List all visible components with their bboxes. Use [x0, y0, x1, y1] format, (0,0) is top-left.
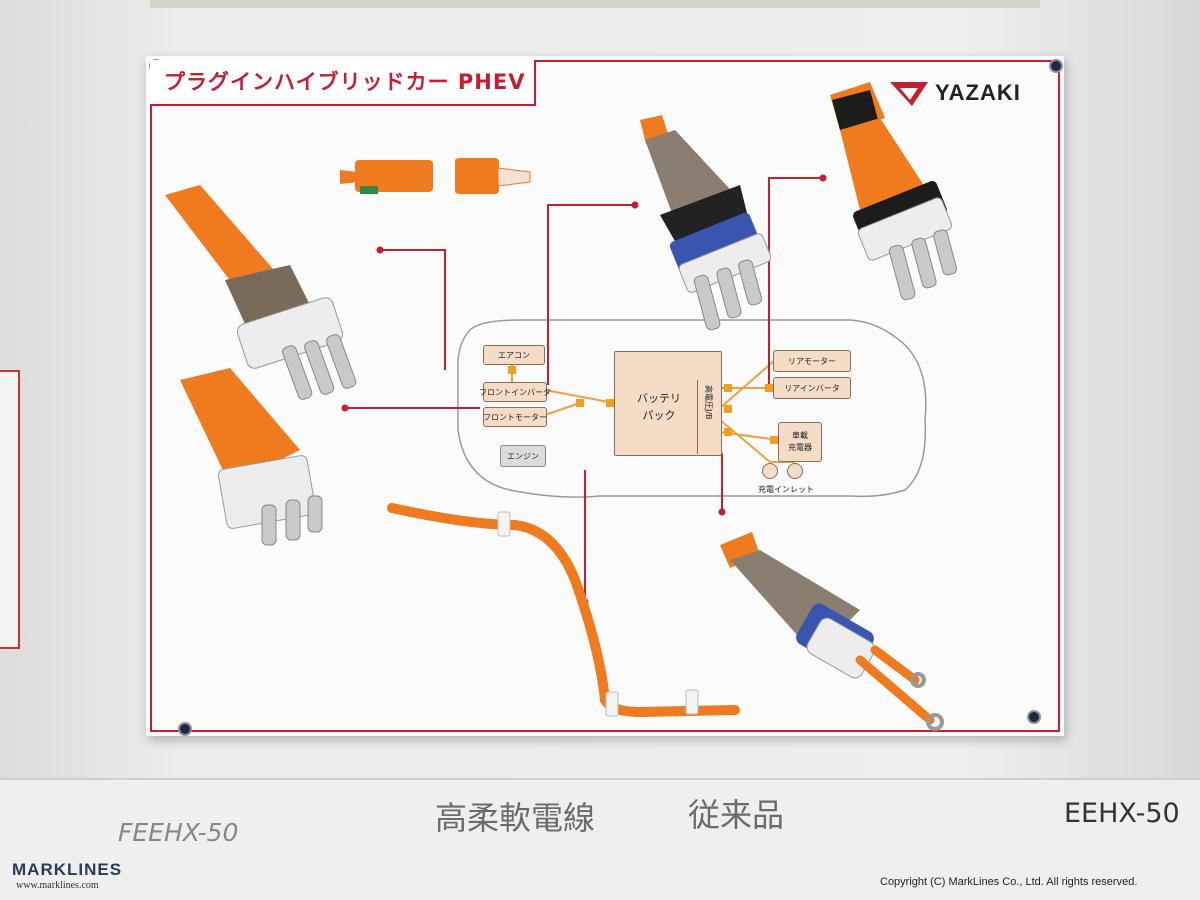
yazaki-logo-mark [890, 82, 928, 106]
charge-inlet-label: 充電インレット [758, 485, 814, 494]
vehicle-outline [457, 319, 927, 498]
battery-pack-label: バッテリ パック [637, 392, 681, 422]
mounting-pin [1049, 59, 1063, 73]
mounting-pin [178, 722, 192, 736]
board-title: プラグインハイブリッドカー PHEV [164, 70, 526, 94]
orange-hv-cable [387, 503, 740, 718]
small-connector-pair [340, 158, 531, 194]
cable-label-feehx: FEEHX-50 [118, 818, 239, 847]
high-voltage-jb-label: 高電圧J/B [704, 385, 713, 420]
callout-lines [345, 177, 823, 602]
box-front-inverter: フロントインバータ [479, 382, 551, 402]
box-onboard-charger: 車載 充電器 [778, 422, 822, 462]
board-red-border [150, 60, 1060, 732]
box-rear-inverter: リアインバータ [773, 377, 851, 399]
cable-clips [497, 511, 699, 717]
charge-inlet-port [762, 463, 778, 479]
box-rear-motor: リアモーター [773, 350, 851, 372]
cable-label-eehx: EEHX-50 [1064, 798, 1180, 829]
box-front-motor: フロントモーター [483, 407, 547, 427]
jb-divider [697, 380, 720, 454]
conventional-label: 従来品 [688, 796, 785, 834]
box-aircon: エアコン [483, 345, 545, 365]
adjacent-board-edge [0, 370, 20, 649]
marklines-logo: MARKLINES [12, 860, 123, 879]
box-engine: エンジン [500, 445, 546, 467]
harness-connector-left-lower [180, 368, 323, 546]
upper-panel-edge [150, 0, 1040, 8]
battery-pack-box [614, 351, 722, 456]
display-shelf [0, 780, 1200, 900]
marklines-url: www.marklines.com [16, 880, 99, 891]
harness-connector-left-upper [165, 185, 357, 400]
harness-connector-braided-top [640, 115, 772, 331]
harness-connector-braided-bottom [720, 532, 944, 731]
title-panel [150, 60, 536, 106]
mounting-pin [1027, 710, 1041, 724]
brand-name: YAZAKI [935, 80, 1021, 105]
junction-markers [508, 366, 778, 444]
harness-connector-right-top [830, 82, 958, 301]
copyright-notice: Copyright (C) MarkLines Co., Ltd. All ri… [880, 876, 1138, 888]
flexible-wire-label: 高柔軟電線 [435, 799, 596, 837]
charge-inlet-port [787, 463, 803, 479]
